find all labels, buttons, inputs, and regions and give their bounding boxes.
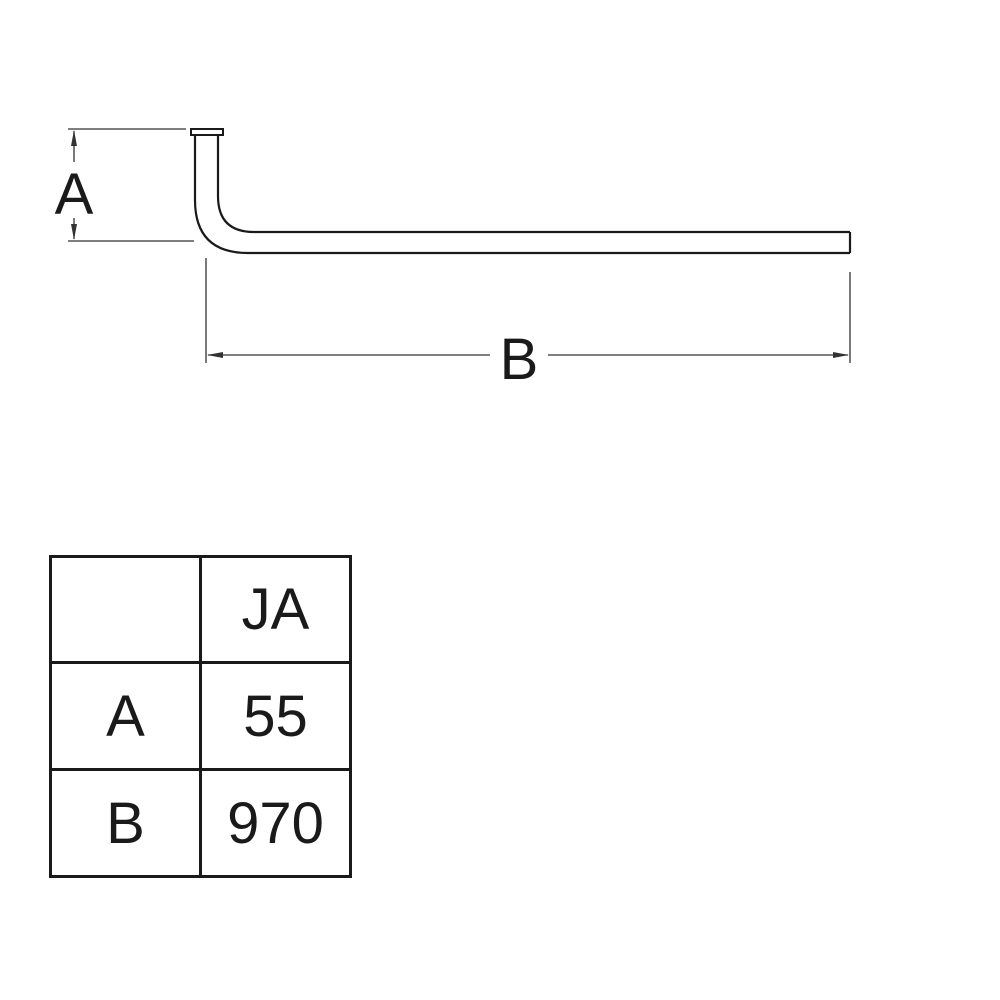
table-row-label: B (49, 768, 202, 878)
pipe-outer-wall (193, 135, 850, 255)
pipe-dimension-diagram: A B (55, 128, 852, 392)
table-row-value: 55 (199, 661, 352, 771)
table-row-label: A (49, 661, 202, 771)
table-header-row: JA (49, 555, 352, 664)
table-header-cell-corner (49, 555, 202, 664)
dimension-spec-table: JA A 55 B 970 (49, 555, 352, 878)
table-row: B 970 (49, 768, 352, 878)
dim-b-arrow-left (207, 352, 223, 358)
table-row: A 55 (49, 661, 352, 771)
dim-a-label: A (55, 162, 94, 227)
table-header-cell-model: JA (199, 555, 352, 664)
dim-b-label: B (500, 327, 539, 392)
table-row-value: 970 (199, 768, 352, 878)
dim-b-arrow-right (833, 352, 849, 358)
pipe-flange (190, 128, 224, 136)
dim-a-arrow-down (71, 224, 77, 240)
dim-a-arrow-up (71, 130, 77, 146)
pipe-inner-wall (216, 135, 850, 234)
